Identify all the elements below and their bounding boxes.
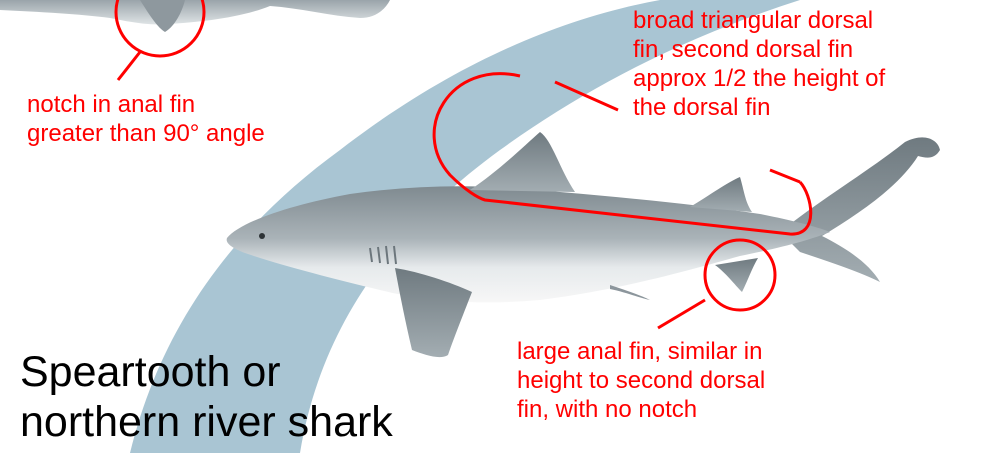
dorsal-tick bbox=[770, 170, 800, 182]
annotation-line: approx 1/2 the height of bbox=[633, 64, 885, 93]
anal-notch-annotation: notch in anal fin greater than 90° angle bbox=[27, 90, 265, 148]
pelvic-fin bbox=[610, 285, 650, 300]
caudal-fin bbox=[780, 137, 940, 282]
annotation-line: greater than 90° angle bbox=[27, 119, 265, 148]
second-dorsal-fin bbox=[690, 177, 752, 212]
anal-fin-annotation: large anal fin, similar in height to sec… bbox=[517, 337, 765, 424]
annotation-line: fin, with no notch bbox=[517, 395, 765, 424]
anal-fin bbox=[715, 258, 758, 292]
annotation-line: large anal fin, similar in bbox=[517, 337, 765, 366]
top-shark-partial bbox=[0, 0, 390, 32]
dorsal-fin-annotation: broad triangular dorsal fin, second dors… bbox=[633, 6, 885, 122]
notch-pointer bbox=[118, 52, 140, 80]
annotation-line: the dorsal fin bbox=[633, 93, 885, 122]
shark-eye bbox=[259, 233, 265, 239]
annotation-line: fin, second dorsal fin bbox=[633, 35, 885, 64]
annotation-line: notch in anal fin bbox=[27, 90, 265, 119]
annotation-line: broad triangular dorsal bbox=[633, 6, 885, 35]
annotation-line: height to second dorsal bbox=[517, 366, 765, 395]
title-line: Speartooth or bbox=[20, 347, 393, 397]
anal-pointer bbox=[658, 300, 705, 328]
species-title: Speartooth or northern river shark bbox=[20, 347, 393, 447]
title-line: northern river shark bbox=[20, 397, 393, 447]
